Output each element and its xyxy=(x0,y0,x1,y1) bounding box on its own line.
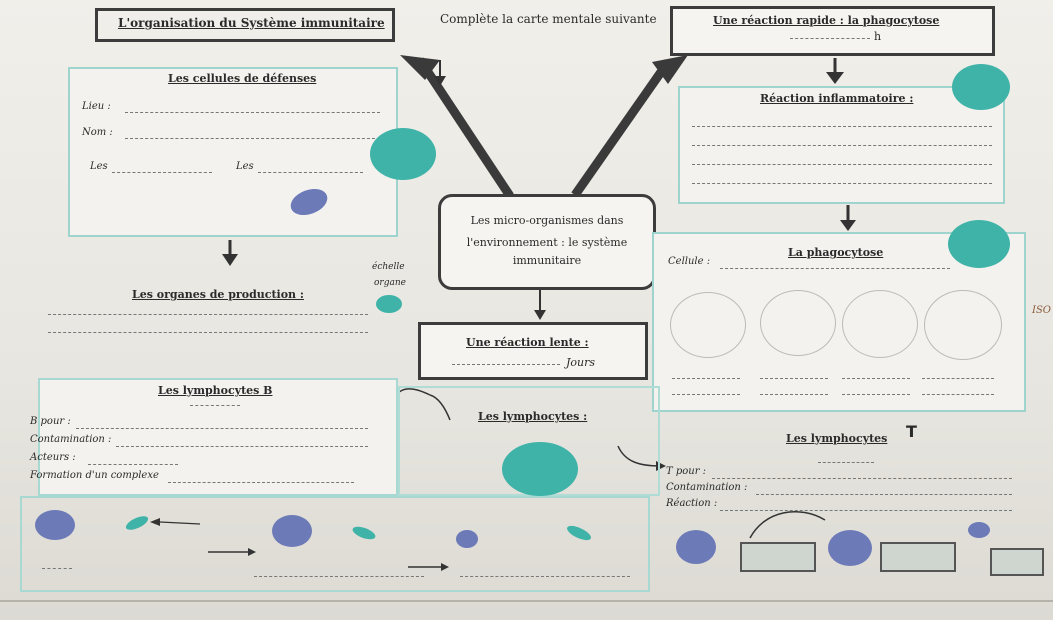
main-title: L'organisation du Système immunitaire xyxy=(118,16,385,30)
phagocytosis-cell-line xyxy=(720,268,950,269)
inflammation-line-4 xyxy=(692,183,992,184)
phago-stage-line-8 xyxy=(922,394,994,395)
defense-nom-line xyxy=(125,138,380,139)
rapid-reaction-title: Une réaction rapide : la phagocytose xyxy=(713,14,940,27)
phago-stage-2 xyxy=(760,290,836,356)
margin-note: ISO xyxy=(1032,305,1051,316)
organs-line-2 xyxy=(48,332,368,333)
b-contamination-line xyxy=(116,446,368,447)
b-pour-label: B pour : xyxy=(30,416,71,427)
teal-sticker-phagocytosis xyxy=(948,220,1010,268)
defense-les-label-2: Les xyxy=(236,161,254,172)
inflammation-line-2 xyxy=(692,145,992,146)
rapid-time-line xyxy=(790,38,870,39)
organs-line-1 xyxy=(48,314,368,315)
b-lymphocytes-box xyxy=(38,378,398,496)
infected-cells-1 xyxy=(740,542,816,572)
b-actors-line xyxy=(88,464,178,465)
defense-nom-label: Nom : xyxy=(82,127,113,138)
t-reaction-label: Réaction : xyxy=(666,498,718,509)
teal-sticker-defense xyxy=(370,128,436,180)
phagocytosis-title: La phagocytose xyxy=(788,246,884,259)
bottom-rule xyxy=(0,600,1053,602)
inflammation-line-3 xyxy=(692,164,992,165)
slow-reaction-title: Une réaction lente : xyxy=(466,336,589,349)
organs-title: Les organes de production : xyxy=(132,288,304,301)
slow-reaction-days: Jours xyxy=(566,356,596,369)
defense-cells-box xyxy=(68,67,398,237)
defense-les-line-2 xyxy=(258,172,363,173)
t-pour-label: T pour : xyxy=(666,466,707,477)
organ-label: organe xyxy=(374,278,406,288)
b-cell-1 xyxy=(35,510,75,540)
t-lymphocytes-letter: T xyxy=(906,422,917,441)
defense-lieu-line xyxy=(125,112,380,113)
t-contamination-line xyxy=(756,494,1012,495)
b-pour-line xyxy=(76,428,368,429)
phago-stage-line-1 xyxy=(672,378,740,379)
t-contamination-label: Contamination : xyxy=(666,482,748,493)
phago-stage-line-6 xyxy=(760,394,828,395)
defense-lieu-label: Lieu : xyxy=(82,101,111,112)
phagocytosis-cell-label: Cellule : xyxy=(668,256,711,267)
phago-stage-line-7 xyxy=(842,394,910,395)
t-cell-1 xyxy=(676,530,716,564)
phago-stage-4 xyxy=(924,290,1002,360)
slow-reaction-line xyxy=(452,364,560,365)
b-formation-label: Formation d'un complexe xyxy=(30,470,159,481)
infected-cells-3 xyxy=(990,548,1044,576)
center-text-1: Les micro-organismes dans xyxy=(470,214,624,227)
b-cell-3 xyxy=(456,530,478,548)
b-formation-line xyxy=(168,482,354,483)
slow-reaction-box xyxy=(418,322,648,380)
bottom-line-3 xyxy=(460,576,630,577)
defense-les-label-1: Les xyxy=(90,161,108,172)
organ-sticker xyxy=(376,295,402,313)
t-lymphocytes-title: Les lymphocytes xyxy=(786,432,888,445)
t-reaction-arc xyxy=(749,511,826,539)
teal-sticker-inflammation xyxy=(952,64,1010,110)
center-box xyxy=(438,194,656,290)
b-title-line xyxy=(190,405,240,406)
center-text-3: immunitaire xyxy=(512,254,582,267)
scale-label: échelle xyxy=(372,262,405,272)
phago-stage-line-5 xyxy=(672,394,740,395)
t-cell-3 xyxy=(968,522,990,538)
teal-sticker-lymphocytes xyxy=(502,442,578,496)
t-reaction-line xyxy=(720,510,1012,511)
bottom-line-2 xyxy=(254,576,424,577)
inflammation-title: Réaction inflammatoire : xyxy=(760,92,914,105)
lymphocytes-title: Les lymphocytes : xyxy=(478,410,588,423)
phago-stage-3 xyxy=(842,290,918,358)
t-title-line xyxy=(818,462,874,463)
main-title-box xyxy=(95,8,395,42)
instruction-text: Complète la carte mentale suivante xyxy=(440,12,657,26)
phago-stage-1 xyxy=(670,292,746,358)
phago-stage-line-3 xyxy=(842,378,910,379)
t-pour-line xyxy=(712,478,1012,479)
phago-stage-line-2 xyxy=(760,378,828,379)
inflammation-line-1 xyxy=(692,126,992,127)
b-cell-2 xyxy=(272,515,312,547)
b-actors-label: Acteurs : xyxy=(30,452,76,463)
rapid-reaction-box xyxy=(670,6,995,56)
b-contamination-label: Contamination : xyxy=(30,434,112,445)
center-text-2: l'environnement : le système xyxy=(466,236,628,249)
defense-les-line-1 xyxy=(112,172,212,173)
infected-cells-2 xyxy=(880,542,956,572)
bottom-line-1 xyxy=(42,568,72,569)
b-lymphocytes-title: Les lymphocytes B xyxy=(158,384,273,397)
phago-stage-line-4 xyxy=(922,378,994,379)
bottom-band-left xyxy=(20,496,650,592)
rapid-time-unit: h xyxy=(874,30,882,43)
t-cell-2 xyxy=(828,530,872,566)
defense-cells-title: Les cellules de défenses xyxy=(168,72,317,85)
